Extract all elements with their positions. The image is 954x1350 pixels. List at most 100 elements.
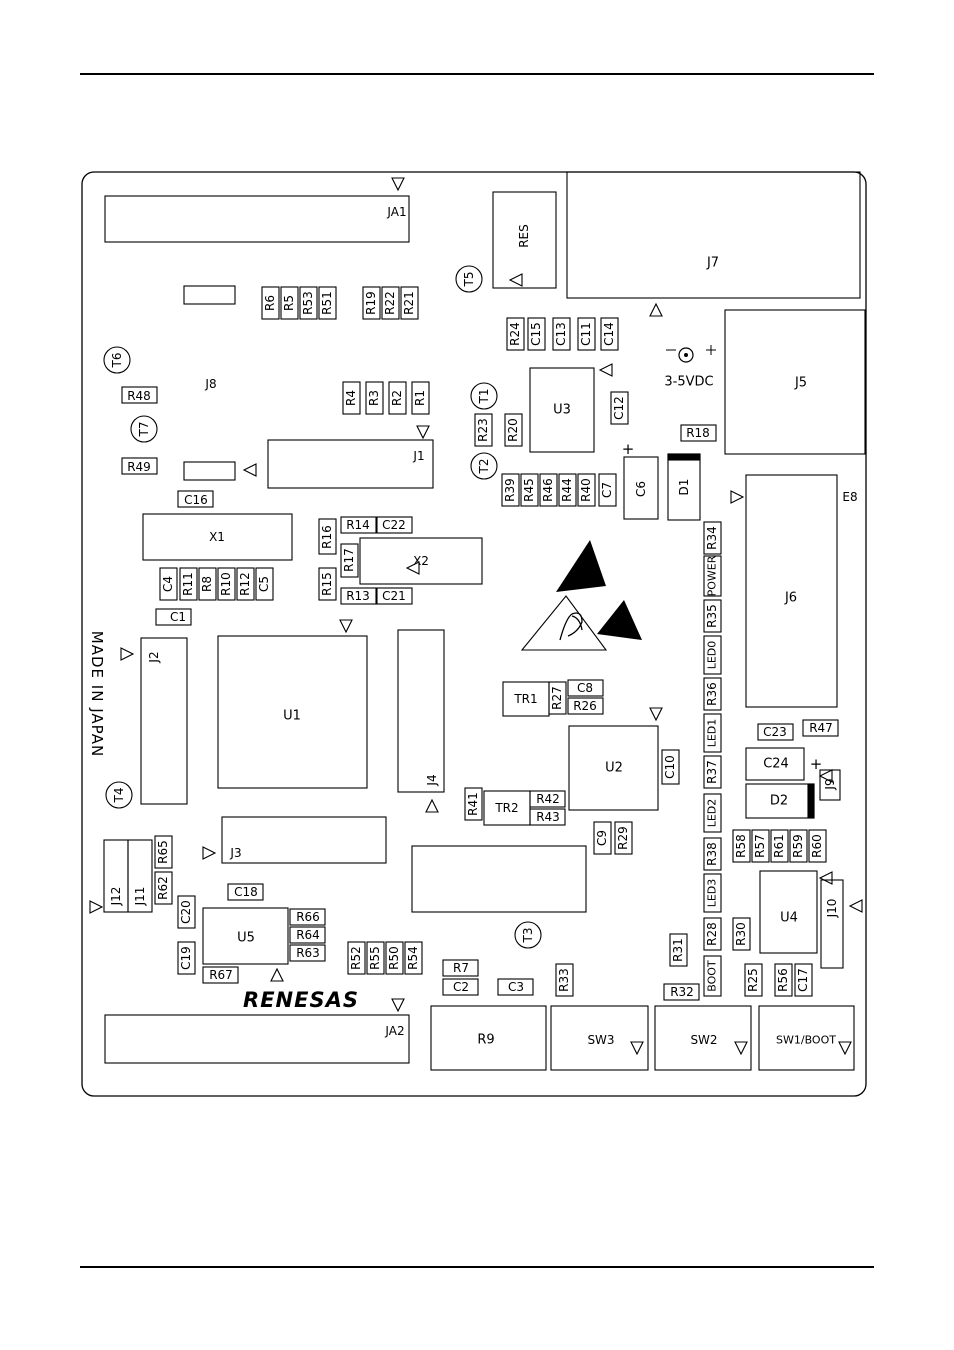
outline-j7	[566, 171, 861, 299]
outline-r3	[365, 381, 384, 415]
outline-r32	[663, 983, 700, 1001]
pin1-triangle-20	[734, 1041, 748, 1056]
label-r58: R58	[734, 834, 748, 858]
outline-c24	[745, 747, 805, 781]
outline-r17	[340, 543, 359, 578]
pin1-triangle-7	[405, 561, 420, 575]
label-t7: T7	[137, 422, 151, 438]
pin1-triangle-17	[270, 967, 284, 982]
testpoint-t5	[455, 265, 483, 293]
outline-c3	[497, 978, 534, 996]
outline-r44	[558, 473, 577, 507]
esd-triangle-outline	[520, 595, 608, 651]
outline-r14	[340, 516, 377, 534]
outline-r52	[347, 941, 366, 975]
label-c11: C11	[579, 322, 593, 346]
outline-r40	[577, 473, 596, 507]
label-c7: C7	[600, 482, 614, 498]
outline-r64	[289, 926, 326, 944]
outline-j11	[127, 839, 153, 913]
d1-polarity-bar	[667, 453, 701, 461]
outline-r56	[774, 963, 793, 997]
pin1-triangle-21	[838, 1041, 852, 1056]
outline-boot	[703, 955, 722, 997]
label-r9: R9	[477, 1033, 494, 1048]
outline-c20	[177, 895, 196, 929]
label-c13: C13	[554, 322, 568, 346]
pin1-triangle-14	[818, 871, 833, 885]
label-c16: C16	[184, 493, 208, 507]
label-r31: R31	[671, 938, 685, 962]
label-j2: J2	[147, 651, 161, 663]
label-r27: R27	[550, 686, 564, 710]
outline-c17	[794, 963, 813, 997]
label-sw1: SW1/BOOT	[776, 1034, 836, 1047]
outline-r13	[340, 587, 377, 605]
label-r64: R64	[296, 928, 320, 942]
outline-r25	[744, 963, 763, 997]
outline-r53	[299, 286, 318, 320]
outline-r9	[430, 1005, 547, 1071]
label-c17: C17	[796, 968, 810, 992]
outline-r28	[703, 917, 722, 951]
outline-r21	[400, 286, 419, 320]
outline-extra-0	[183, 285, 236, 305]
label-r15: R15	[320, 572, 334, 596]
outline-r58	[732, 829, 751, 863]
outline-r50	[385, 941, 404, 975]
label-c15: C15	[529, 322, 543, 346]
outline-r34	[703, 521, 722, 555]
label-led1: LED1	[706, 719, 719, 748]
label-r11: R11	[181, 572, 195, 596]
label-t4: T4	[112, 788, 126, 804]
label-r3: R3	[367, 390, 381, 406]
label-t2: T2	[477, 459, 491, 475]
label-r34: R34	[705, 526, 719, 550]
outline-c5	[255, 567, 274, 601]
outline-r39	[501, 473, 520, 507]
outline-x1	[142, 513, 293, 561]
label-r40: R40	[579, 478, 593, 502]
outline-r8	[198, 567, 217, 601]
label-led0: LED0	[706, 641, 719, 670]
outline-power	[703, 555, 722, 597]
label-r12: R12	[238, 572, 252, 596]
label-c2: C2	[453, 980, 469, 994]
outline-extra-2	[411, 845, 587, 913]
label-u4: U4	[780, 911, 798, 926]
pin1-triangle-2	[649, 302, 663, 317]
label-c10: C10	[663, 755, 677, 779]
outline-c14	[600, 317, 619, 351]
label-r65: R65	[156, 840, 170, 864]
label-r47: R47	[809, 721, 833, 735]
outline-r27	[548, 681, 567, 715]
outline-r67	[202, 966, 239, 984]
outline-r49	[121, 457, 158, 475]
testpoint-t3	[514, 921, 542, 949]
label-u3: U3	[553, 403, 571, 418]
outline-sw3	[550, 1005, 649, 1071]
label-r44: R44	[560, 478, 574, 502]
label-t6: T6	[110, 353, 124, 369]
testpoint-t1	[470, 382, 498, 410]
outline-r48	[121, 386, 158, 404]
outline-extra-1	[183, 461, 236, 481]
label-d2: D2	[770, 794, 788, 809]
outline-r11	[179, 567, 198, 601]
outline-r59	[789, 829, 808, 863]
label-r56: R56	[776, 968, 790, 992]
outline-r61	[770, 829, 789, 863]
label-c8: C8	[577, 681, 593, 695]
label-r22: R22	[383, 291, 397, 315]
label-r63: R63	[296, 946, 320, 960]
testpoint-t7	[130, 415, 158, 443]
label-r46: R46	[541, 478, 555, 502]
label-r48: R48	[127, 389, 151, 403]
outline-r31	[669, 933, 688, 967]
outline-r22	[381, 286, 400, 320]
outline-r12	[236, 567, 255, 601]
label-r45: R45	[522, 478, 536, 502]
outline-r10	[217, 567, 236, 601]
outline-r47	[802, 719, 839, 737]
outline-c16	[177, 490, 214, 508]
